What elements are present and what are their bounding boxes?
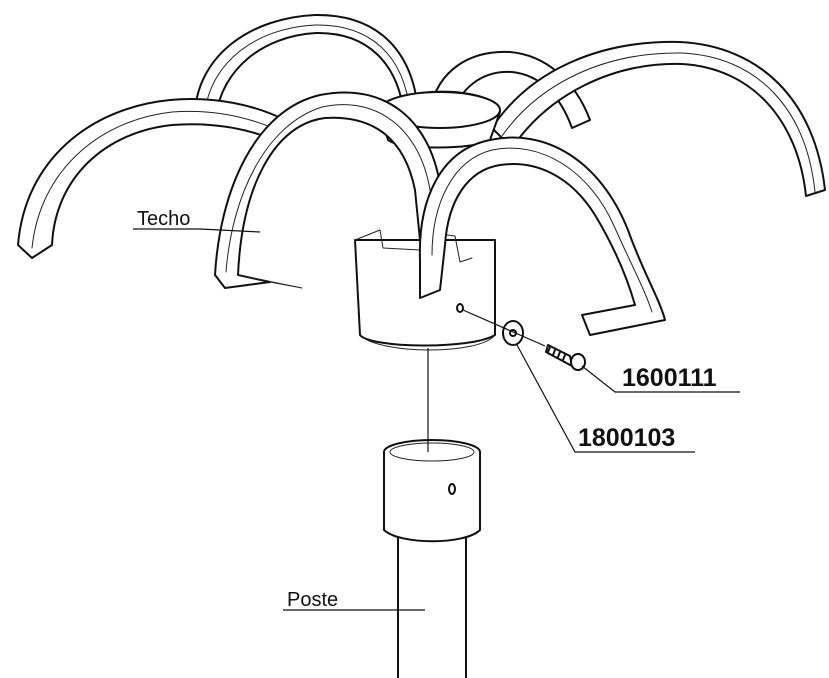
- roof-petal-back-right: [429, 50, 591, 129]
- screw-leader: [581, 365, 740, 393]
- post-sleeve: [383, 439, 481, 543]
- label-poste: Poste: [287, 589, 338, 611]
- post: [397, 537, 467, 678]
- roof-petal-front-right: [418, 136, 666, 336]
- washer-leader: [516, 344, 695, 453]
- fastener-guide-line: [462, 309, 546, 347]
- label-part-1800103: 1800103: [578, 424, 675, 452]
- label-techo: Techo: [137, 208, 190, 230]
- label-part-1600111: 1600111: [622, 364, 717, 392]
- roof-petal-far-right: [491, 40, 826, 197]
- washer: [502, 320, 524, 346]
- techo-leader: [133, 228, 261, 233]
- screw: [545, 344, 586, 371]
